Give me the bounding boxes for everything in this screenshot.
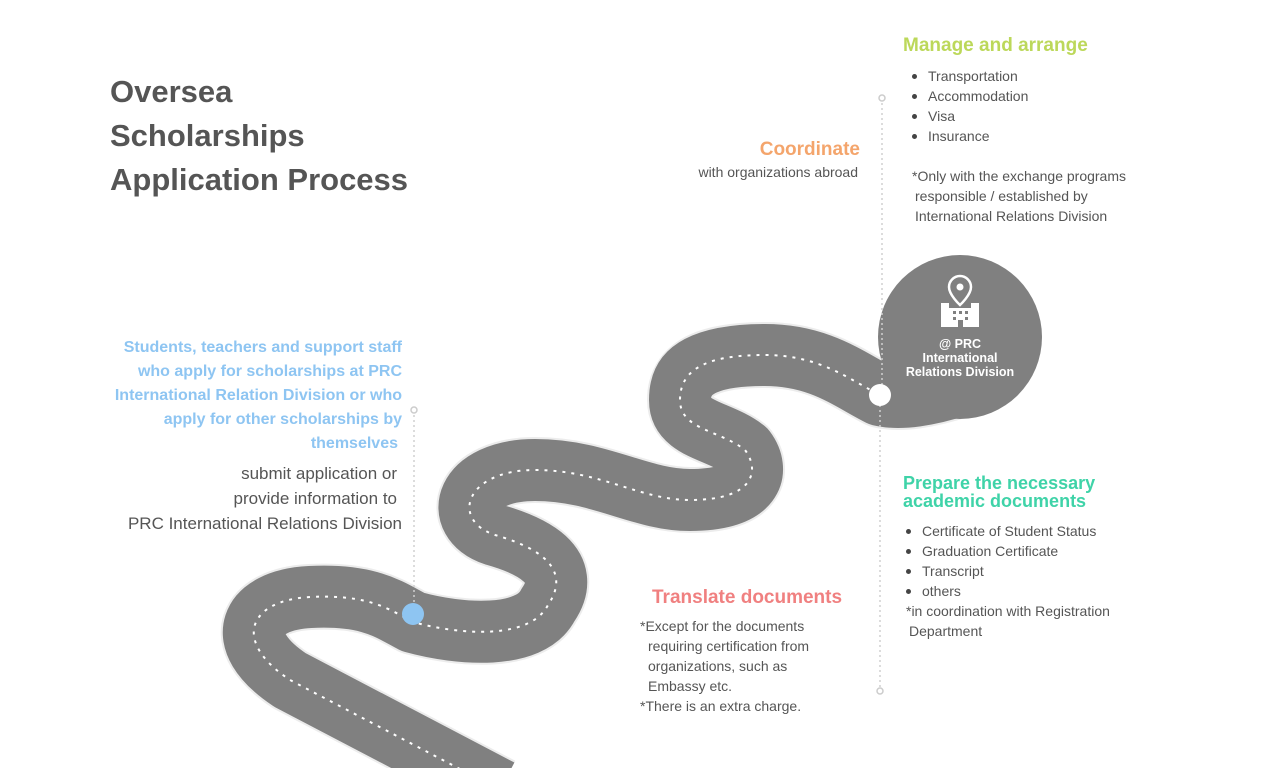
- applicants-heading-line: themselves: [310, 435, 398, 452]
- applicants-desc-line: provide information to: [233, 489, 397, 508]
- division-label-line: International: [922, 351, 998, 365]
- manage-note-line: responsible / established by: [915, 188, 1088, 204]
- manage-heading: Manage and arrange: [903, 35, 1088, 56]
- coordinate-description: with organizations abroad: [698, 164, 858, 180]
- translate-note: *Except for the documents requiring cert…: [640, 616, 809, 716]
- list-item: Certificate of Student Status: [904, 521, 1096, 541]
- prepare-note: *in coordination with Registration Depar…: [906, 601, 1110, 641]
- prepare-heading-line: academic documents: [903, 491, 1087, 511]
- list-item: Transportation: [910, 66, 1028, 86]
- applicants-heading-line: who apply for scholarships at PRC: [137, 363, 402, 380]
- manage-note-line: *Only with the exchange programs: [912, 168, 1126, 184]
- title-line: Application Process: [110, 162, 409, 197]
- division-label-line: @ PRC: [938, 337, 982, 351]
- manage-note: *Only with the exchange programs respons…: [912, 166, 1126, 226]
- list-item: others: [904, 581, 1096, 601]
- division-circle: [878, 255, 1042, 419]
- list-item: Graduation Certificate: [904, 541, 1096, 561]
- list-item: Transcript: [904, 561, 1096, 581]
- road-center-line: [252, 353, 881, 768]
- list-item: Visa: [910, 106, 1028, 126]
- translate-note-line: organizations, such as: [648, 658, 788, 674]
- applicants-heading: Students, teachers and support staff who…: [70, 336, 402, 456]
- applicants-connector-end: [410, 406, 418, 414]
- translate-note-line: *Except for the documents: [640, 618, 805, 634]
- building-location-icon: [941, 274, 979, 327]
- applicants-heading-line: apply for other scholarships by: [163, 411, 402, 428]
- applicants-desc-line: submit application or: [241, 464, 397, 483]
- prepare-connector-end: [876, 687, 884, 695]
- translate-heading: Translate documents: [652, 587, 843, 608]
- division-label-line: Relations Division: [905, 365, 1015, 379]
- translate-note-line: *There is an extra charge.: [640, 698, 802, 714]
- applicants-heading-line: Students, teachers and support staff: [123, 339, 402, 356]
- prepare-heading: Prepare the necessary academic documents: [903, 474, 1095, 510]
- manage-note-line: International Relations Division: [915, 208, 1108, 224]
- list-item: Accommodation: [910, 86, 1028, 106]
- prepare-note-line: Department: [909, 623, 983, 639]
- coordinate-heading: Coordinate: [759, 139, 860, 160]
- applicants-description: submit application or provide informatio…: [70, 461, 402, 536]
- coordinate-connector-end: [878, 94, 886, 102]
- division-label: @ PRC International Relations Division: [880, 337, 1040, 379]
- manage-list: Transportation Accommodation Visa Insura…: [910, 66, 1028, 146]
- prepare-heading-line: Prepare the necessary: [903, 473, 1096, 493]
- prepare-list: Certificate of Student Status Graduation…: [904, 521, 1096, 601]
- page-title: Oversea Scholarships Application Process: [110, 70, 408, 202]
- applicants-desc-line: PRC International Relations Division: [127, 514, 402, 533]
- prepare-note-line: *in coordination with Registration: [906, 603, 1110, 619]
- applicants-heading-line: International Relation Division or who: [114, 387, 402, 404]
- list-item: Insurance: [910, 126, 1028, 146]
- translate-note-line: Embassy etc.: [648, 678, 733, 694]
- title-line: Oversea: [110, 74, 233, 109]
- title-line: Scholarships: [110, 118, 305, 153]
- start-marker: [402, 603, 424, 625]
- translate-note-line: requiring certification from: [648, 638, 810, 654]
- destination-marker: [869, 384, 891, 406]
